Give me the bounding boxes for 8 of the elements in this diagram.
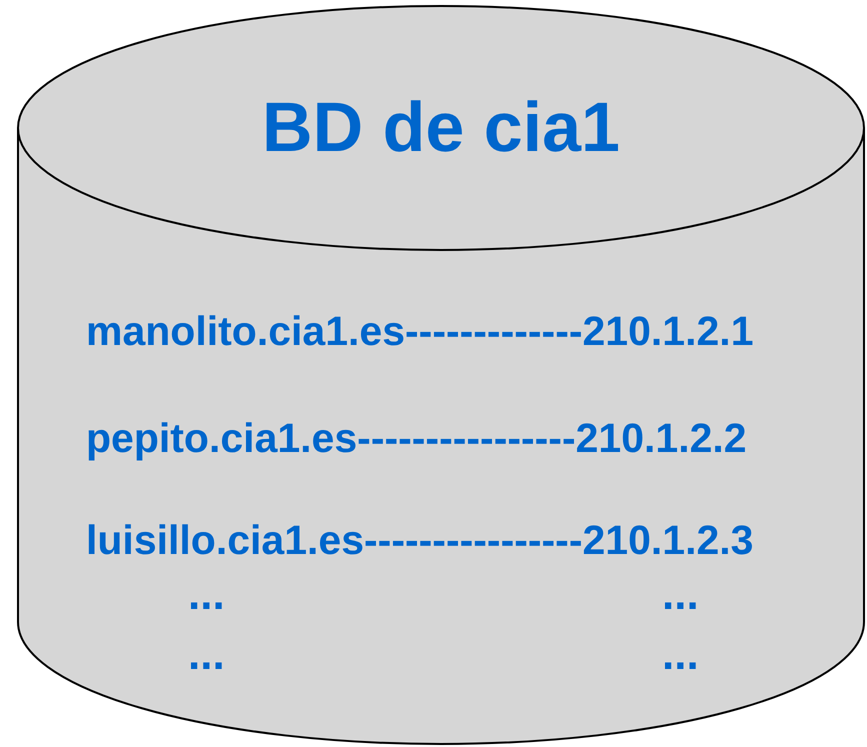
- host-address-entry: luisillo.cia1.es----------------210.1.2.3: [86, 520, 754, 561]
- ellipsis: ...: [188, 633, 225, 677]
- host-address-entry: manolito.cia1.es-------------210.1.2.1: [86, 311, 754, 352]
- database-title: BD de cia1: [261, 92, 621, 162]
- host-address-entry: pepito.cia1.es----------------210.1.2.2: [86, 418, 747, 459]
- ellipsis: ...: [188, 573, 225, 617]
- ellipsis: ...: [662, 633, 699, 677]
- ellipsis: ...: [662, 573, 699, 617]
